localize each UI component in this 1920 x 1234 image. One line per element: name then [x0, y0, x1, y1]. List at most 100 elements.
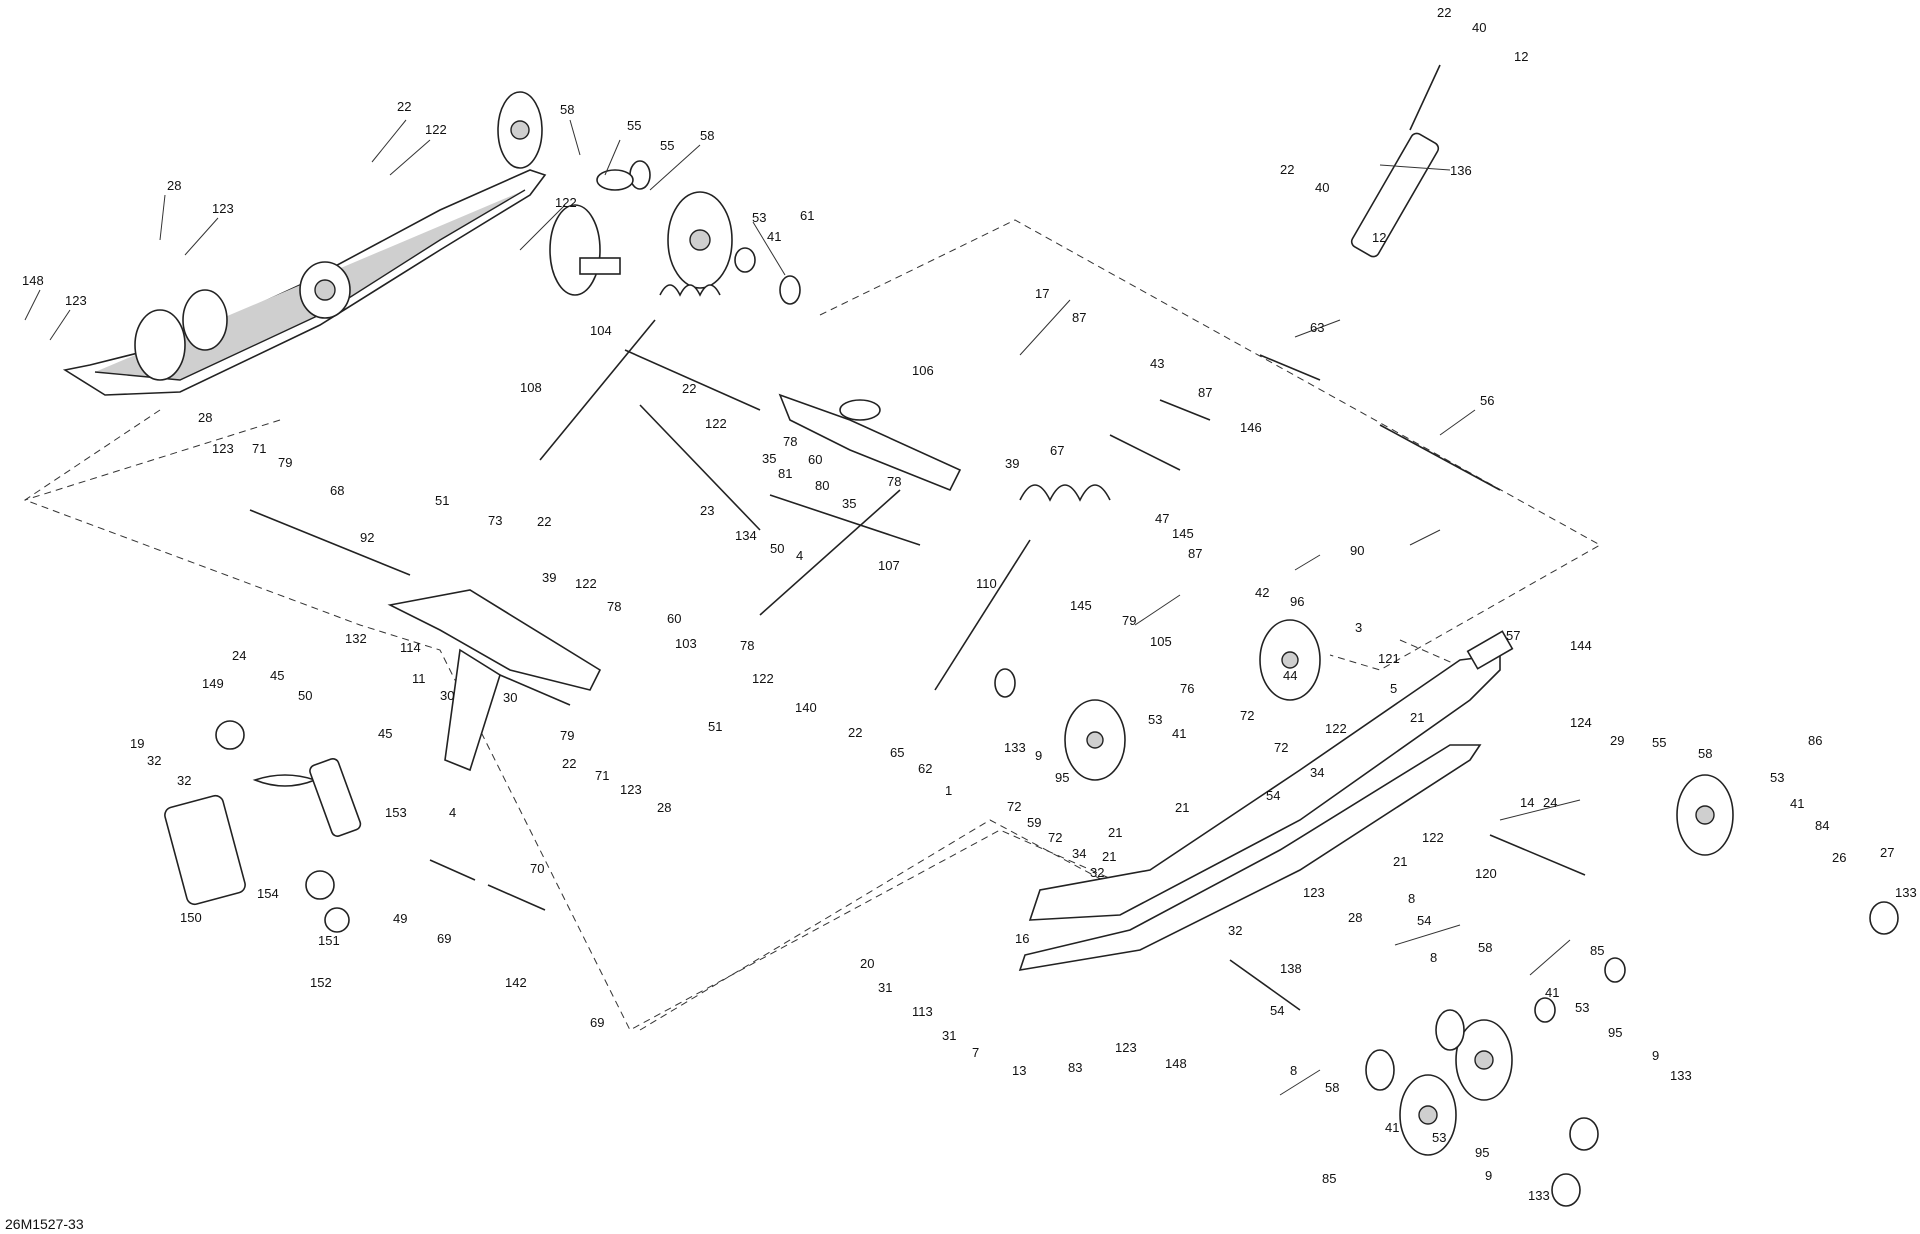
callout-34: 34 — [1072, 846, 1086, 861]
callout-8: 8 — [1430, 950, 1437, 965]
callout-24: 24 — [1543, 795, 1557, 810]
callout-5: 5 — [1390, 681, 1397, 696]
callout-145: 145 — [1070, 598, 1092, 613]
callout-14: 14 — [1520, 795, 1534, 810]
callout-23: 23 — [700, 503, 714, 518]
callout-22: 22 — [682, 381, 696, 396]
callout-123: 123 — [212, 201, 234, 216]
callout-13: 13 — [1012, 1063, 1026, 1078]
callout-53: 53 — [1575, 1000, 1589, 1015]
callout-132: 132 — [345, 631, 367, 646]
callout-134: 134 — [735, 528, 757, 543]
callout-28: 28 — [167, 178, 181, 193]
callout-47: 47 — [1155, 511, 1169, 526]
callout-12: 12 — [1514, 49, 1528, 64]
callout-31: 31 — [878, 980, 892, 995]
callout-42: 42 — [1255, 585, 1269, 600]
callout-146: 146 — [1240, 420, 1262, 435]
callout-122: 122 — [705, 416, 727, 431]
callout-45: 45 — [270, 668, 284, 683]
callout-145: 145 — [1172, 526, 1194, 541]
callout-54: 54 — [1270, 1003, 1284, 1018]
callout-149: 149 — [202, 676, 224, 691]
callout-22: 22 — [537, 514, 551, 529]
callout-90: 90 — [1350, 543, 1364, 558]
callout-87: 87 — [1072, 310, 1086, 325]
callout-28: 28 — [657, 800, 671, 815]
callout-32: 32 — [177, 773, 191, 788]
callout-72: 72 — [1048, 830, 1062, 845]
callout-50: 50 — [770, 541, 784, 556]
callout-4: 4 — [796, 548, 803, 563]
callout-70: 70 — [530, 861, 544, 876]
callout-105: 105 — [1150, 634, 1172, 649]
callout-140: 140 — [795, 700, 817, 715]
callout-123: 123 — [212, 441, 234, 456]
callout-41: 41 — [1545, 985, 1559, 1000]
callout-39: 39 — [1005, 456, 1019, 471]
torsion-springs — [539, 284, 1111, 691]
callout-79: 79 — [278, 455, 292, 470]
callout-29: 29 — [1610, 733, 1624, 748]
circular-caps — [994, 668, 1899, 1207]
callout-150: 150 — [180, 910, 202, 925]
callout-136: 136 — [1450, 163, 1472, 178]
swing-arm — [387, 393, 962, 772]
callout-4: 4 — [449, 805, 456, 820]
callout-30: 30 — [503, 690, 517, 705]
callout-34: 34 — [1310, 765, 1324, 780]
callout-110: 110 — [976, 576, 997, 591]
callout-122: 122 — [1422, 830, 1444, 845]
callout-58: 58 — [1325, 1080, 1339, 1095]
callout-55: 55 — [660, 138, 674, 153]
callout-19: 19 — [130, 736, 144, 751]
callout-21: 21 — [1410, 710, 1424, 725]
callout-85: 85 — [1322, 1171, 1336, 1186]
callout-71: 71 — [252, 441, 266, 456]
callout-151: 151 — [318, 933, 340, 948]
callout-103: 103 — [675, 636, 697, 651]
callout-54: 54 — [1417, 913, 1431, 928]
callout-30: 30 — [440, 688, 454, 703]
callout-43: 43 — [1150, 356, 1164, 371]
callout-108: 108 — [520, 380, 542, 395]
callout-76: 76 — [1180, 681, 1194, 696]
callout-3: 3 — [1355, 620, 1362, 635]
callout-7: 7 — [972, 1045, 979, 1060]
callout-32: 32 — [1090, 865, 1104, 880]
callout-58: 58 — [700, 128, 714, 143]
assembly-boundary — [23, 219, 1602, 1031]
callout-57: 57 — [1506, 628, 1520, 643]
callout-81: 81 — [778, 466, 792, 481]
callout-53: 53 — [1148, 712, 1162, 727]
callout-53: 53 — [752, 210, 766, 225]
callout-51: 51 — [435, 493, 449, 508]
callout-122: 122 — [555, 195, 577, 210]
lower-wheels — [1064, 619, 1734, 1156]
callout-72: 72 — [1240, 708, 1254, 723]
callout-120: 120 — [1475, 866, 1497, 881]
callout-104: 104 — [590, 323, 612, 338]
callout-148: 148 — [22, 273, 44, 288]
shafts — [249, 349, 1586, 1011]
callout-22: 22 — [1437, 5, 1451, 20]
callout-50: 50 — [298, 688, 312, 703]
callout-53: 53 — [1432, 1130, 1446, 1145]
callout-85: 85 — [1590, 943, 1604, 958]
callout-21: 21 — [1175, 800, 1189, 815]
callout-133: 133 — [1895, 885, 1917, 900]
callout-51: 51 — [708, 719, 722, 734]
callout-114: 114 — [400, 640, 421, 655]
figure-code: 26M1527-33 — [5, 1216, 84, 1232]
callout-152: 152 — [310, 975, 332, 990]
callout-39: 39 — [542, 570, 556, 585]
callout-55: 55 — [1652, 735, 1666, 750]
callout-62: 62 — [918, 761, 932, 776]
callout-61: 61 — [800, 208, 814, 223]
callout-22: 22 — [848, 725, 862, 740]
callout-40: 40 — [1315, 180, 1329, 195]
callout-107: 107 — [878, 558, 900, 573]
callout-41: 41 — [1385, 1120, 1399, 1135]
callout-41: 41 — [767, 229, 781, 244]
